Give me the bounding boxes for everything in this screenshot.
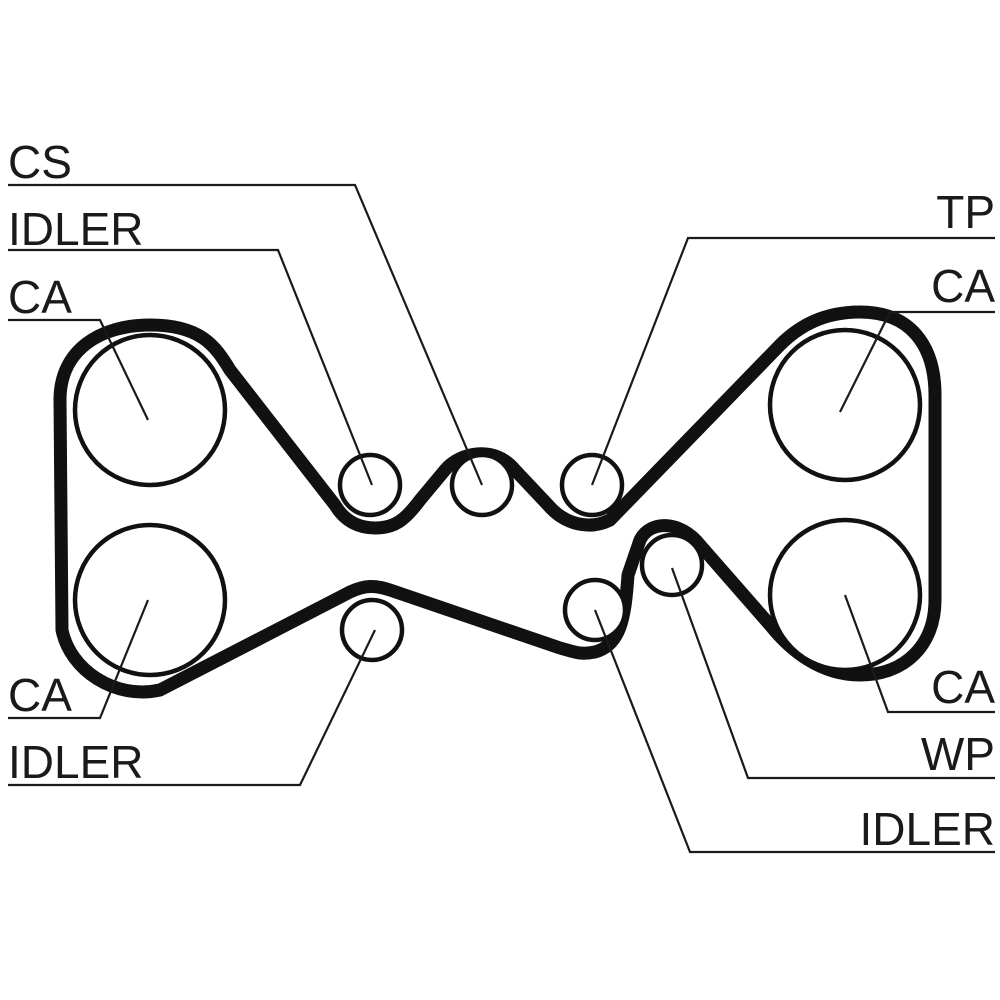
leader-line-cs — [8, 183, 484, 486]
idler-pulley-top-left — [337, 452, 403, 518]
camshaft-pulley-top-left — [72, 332, 228, 488]
label-tp: TP — [936, 186, 995, 238]
label-idler-bottom-left: IDLER — [8, 736, 143, 788]
leader-line-idler-bottom-right — [593, 609, 995, 854]
label-ca-top-left: CA — [8, 271, 72, 323]
leader-line-ca-bottom-right — [843, 594, 995, 714]
timing-belt — [53, 305, 942, 699]
leader-line-idler-bottom-left — [8, 629, 376, 787]
leader-line-ca-top-left — [8, 318, 149, 421]
label-ca-bottom-left: CA — [8, 669, 72, 721]
leader-line-idler-top-left — [8, 248, 374, 486]
label-ca-bottom-right: CA — [931, 661, 995, 713]
leader-line-wp — [670, 567, 995, 780]
idler-pulley-bottom-left — [339, 597, 405, 663]
label-ca-top-right: CA — [931, 260, 995, 312]
leader-line-tp — [590, 236, 995, 486]
camshaft-pulley-top-right — [767, 327, 923, 483]
camshaft-pulley-bottom-left — [72, 522, 228, 678]
label-wp: WP — [921, 728, 995, 780]
label-idler-bottom-right: IDLER — [860, 803, 995, 855]
water-pump-pulley — [639, 532, 705, 598]
leader-line-ca-top-right — [839, 310, 995, 413]
label-cs: CS — [8, 136, 72, 188]
label-idler-top-left: IDLER — [8, 203, 143, 255]
leader-line-ca-bottom-left — [8, 599, 150, 720]
